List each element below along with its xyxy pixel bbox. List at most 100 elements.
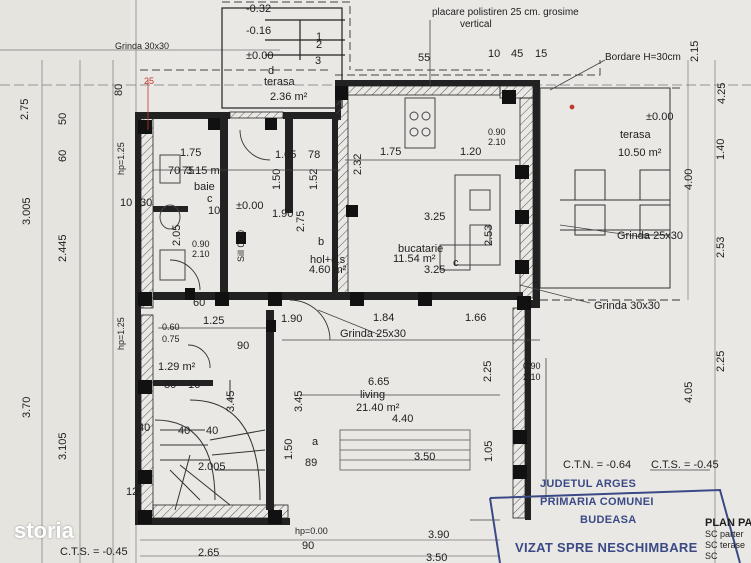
step-3: 3 [315, 55, 322, 67]
dim-210c: 2.10 [488, 137, 506, 147]
small-room-area: 1.29 m² [158, 361, 196, 373]
stamp-budeasa: BUDEASA [580, 514, 637, 526]
dim-10a: 10 [208, 205, 221, 217]
sill-label: Sill 0.00 [236, 229, 246, 262]
dim-265: 2.65 [198, 547, 220, 559]
dim-405: 4.05 [683, 381, 695, 403]
dim-665: 6.65 [368, 376, 390, 388]
dim-060: 0.60 [162, 322, 180, 332]
hol-area: 4.60 m² [309, 264, 347, 276]
note-vertical: vertical [460, 19, 492, 30]
living-name: living [360, 389, 386, 401]
grinda-30-label: Grinda 30x30 [594, 300, 661, 312]
dim-152: 1.52 [308, 168, 320, 190]
dim-215: 2.15 [689, 40, 701, 62]
hol-letter: b [318, 236, 325, 248]
dim-350b: 3.50 [426, 552, 448, 563]
dim-80: 80 [164, 379, 177, 391]
dim-210b: 2.10 [523, 372, 541, 382]
dim-325: 3.25 [424, 211, 446, 223]
dim-16: 16 [188, 379, 201, 391]
ctn-label: C.T.N. = -0.64 [563, 459, 632, 471]
hp-125-b: hp=1.25 [116, 317, 126, 350]
bucatarie-letter: c [453, 257, 459, 269]
dim-40c: 40 [206, 425, 219, 437]
dim-left-3005: 3.005 [21, 197, 33, 225]
cts-label: C.T.S. = -0.45 [651, 459, 719, 471]
dim-105: 1.05 [275, 149, 297, 161]
baie-area: 3.15 m [186, 165, 220, 177]
dim-184: 1.84 [373, 312, 395, 324]
dim-left-60: 60 [57, 149, 69, 162]
bordare-note: Bordare H=30cm [605, 52, 681, 63]
dim-left-2445: 2.445 [57, 234, 69, 262]
legend-line-2: SC terase [705, 540, 746, 550]
bucatarie-name: bucatarie [398, 243, 444, 255]
dim-75: 75 [182, 165, 195, 177]
dim-425: 4.25 [716, 82, 728, 104]
terasa-e-level: ±0.00 [646, 111, 674, 123]
legend-title: PLAN PA [705, 517, 751, 529]
dim-190b: 1.90 [281, 313, 303, 325]
dim-left-3105: 3.105 [57, 432, 69, 460]
dim-232: 2.32 [352, 153, 364, 175]
hp-000: hp=0.00 [295, 526, 328, 536]
dim-090: 0.90 [192, 239, 210, 249]
dim-10: 10 [488, 48, 501, 60]
grinda-top-label: Grinda 30x30 [115, 41, 170, 51]
dim-2005: 2.005 [198, 461, 226, 473]
dim-190: 1.90 [272, 208, 294, 220]
stamp-primaria: PRIMARIA COMUNEI [540, 496, 654, 508]
dim-left-370: 3.70 [21, 396, 33, 418]
terasa-d-letter: d [268, 65, 275, 77]
grinda-25-label-2: Grinda 25x30 [617, 230, 684, 242]
living-letter: a [312, 436, 319, 448]
dim-105b: 1.05 [483, 440, 495, 462]
level-minus-032: -0.32 [246, 3, 272, 15]
terasa-e-area: 10.50 m² [618, 147, 662, 159]
dim-090c: 0.90 [488, 127, 506, 137]
dim-400: 4.00 [683, 168, 695, 190]
dim-90: 90 [237, 340, 250, 352]
bucatarie-area: 11.54 m² [393, 253, 436, 265]
level-zero-terrace: ±0.00 [246, 50, 274, 62]
baie-name: baie [194, 181, 215, 193]
bucatarie-dim: 3.25 [424, 264, 446, 276]
baie-letter: c [207, 193, 213, 205]
dim-345b: 3.45 [293, 390, 305, 412]
living-area: 21.40 m² [356, 402, 400, 414]
dim-350: 3.50 [414, 451, 436, 463]
stamp-judet: JUDETUL ARGES [540, 478, 637, 490]
grinda-25-label-1: Grinda 25x30 [340, 328, 407, 340]
dim-253i: 2.53 [483, 224, 495, 246]
step-2: 2 [316, 39, 323, 51]
dim-40a: 40 [138, 422, 151, 434]
dim-10b: 10 [120, 197, 133, 209]
dim-345a: 3.45 [225, 390, 237, 412]
dim-150b: 1.50 [283, 438, 295, 460]
dim-140: 1.40 [715, 138, 727, 160]
dim-225r: 2.25 [715, 350, 727, 372]
level-zero-room: ±0.00 [236, 200, 264, 212]
dim-125b: 1.25 [203, 315, 225, 327]
dim-225i: 2.25 [482, 360, 494, 382]
dim-45: 45 [511, 48, 524, 60]
dim-253r: 2.53 [715, 236, 727, 258]
note-polistiren: placare polistiren 25 cm. grosime [432, 7, 579, 18]
dim-390: 3.90 [428, 529, 450, 541]
dim-12: 12 [126, 486, 139, 498]
dim-40b: 40 [178, 425, 191, 437]
dim-78: 78 [308, 149, 321, 161]
dim-60: 60 [193, 297, 206, 309]
dim-120: 1.20 [460, 146, 482, 158]
dim-90b: 90 [302, 540, 315, 552]
dim-left-275: 2.75 [19, 98, 31, 120]
hol-name: hol+c.s [310, 254, 346, 266]
dim-175: 1.75 [380, 146, 402, 158]
dim-205: 2.05 [171, 224, 183, 246]
dim-166: 1.66 [465, 312, 487, 324]
step-1: 1 [316, 31, 323, 43]
dim-275i: 2.75 [295, 210, 307, 232]
level-minus-016: -0.16 [246, 25, 272, 37]
dim-89: 89 [305, 457, 318, 469]
